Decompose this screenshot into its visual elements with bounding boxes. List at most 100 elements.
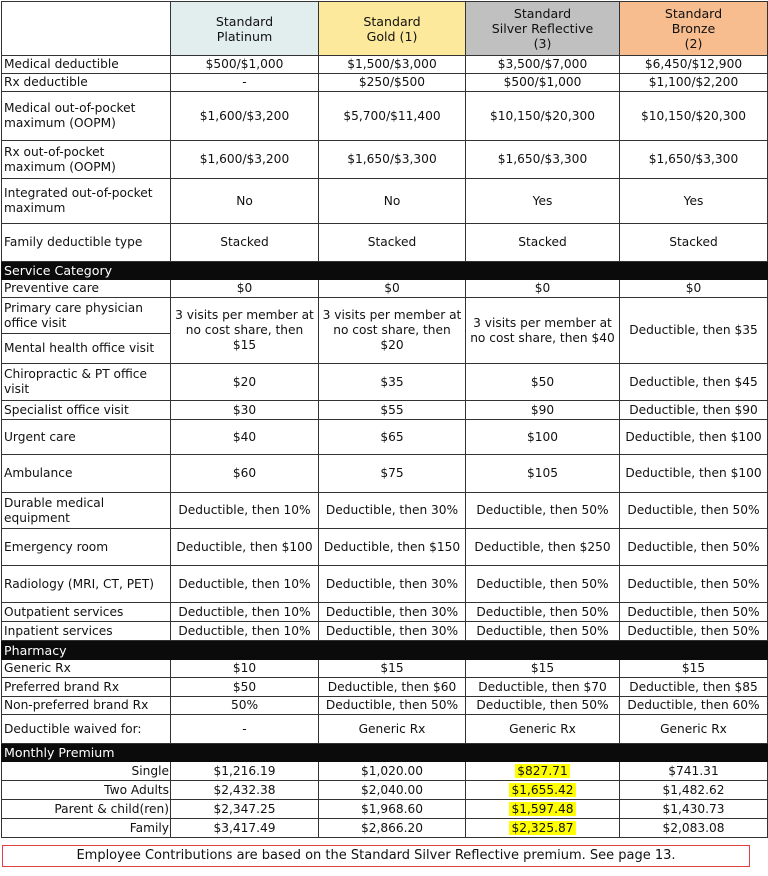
cell-value: $250/$500 [358, 75, 426, 89]
cell-value: Deductible, then $60 [327, 679, 457, 694]
cell-bronze: Deductible, then $100 [619, 419, 768, 455]
cell-platinum: $500/$1,000 [170, 55, 319, 74]
cell-gold: $1,650/$3,300 [318, 140, 466, 179]
cell-value: $5,700/$11,400 [343, 108, 441, 123]
row-label: Two Adults [1, 780, 171, 800]
cell-gold: 3 visits per member at no cost share, th… [318, 297, 466, 364]
cell-gold: $5,700/$11,400 [318, 91, 466, 141]
cell-bronze: $15 [619, 659, 768, 678]
cell-silver: Deductible, then 50% [465, 696, 620, 715]
table-row: Medical out-of-pocket maximum (OOPM)$1,6… [1, 91, 768, 141]
row-label: Durable medical equipment [1, 492, 171, 529]
cell-value: Deductible, then 50% [476, 604, 609, 619]
cell-gold: No [318, 178, 466, 224]
cell-platinum: $10 [170, 659, 319, 678]
section-heading: Monthly Premium [1, 743, 768, 762]
cell-platinum: $2,347.25 [170, 799, 319, 819]
cell-platinum: $1,600/$3,200 [170, 140, 319, 179]
cell-silver: $100 [465, 419, 620, 455]
cell-platinum: Deductible, then 10% [170, 492, 319, 529]
cell-silver: $1,650/$3,300 [465, 140, 620, 179]
section-monthly-premium: Monthly Premium [1, 743, 768, 762]
plan-header-gold: Standard Gold (1) [318, 1, 466, 56]
row-label: Specialist office visit [1, 400, 171, 420]
cell-value: $500/$1,000 [205, 57, 284, 71]
cell-value: $1,650/$3,300 [497, 152, 588, 166]
cell-value: Deductible, then 50% [627, 503, 760, 517]
cell-value: Deductible, then $35 [629, 323, 758, 337]
cell-bronze: Generic Rx [619, 714, 768, 744]
cell-platinum: $2,432.38 [170, 780, 319, 800]
cell-value: Deductible, then $250 [474, 539, 611, 554]
cell-value: $10,150/$20,300 [490, 108, 595, 123]
cell-gold: Deductible, then 30% [318, 492, 466, 529]
cell-silver: $50 [465, 363, 620, 401]
cell-silver: $3,500/$7,000 [465, 55, 620, 74]
cell-gold: Deductible, then $60 [318, 677, 466, 697]
cell-gold: $35 [318, 363, 466, 401]
cell-bronze: $1,100/$2,200 [619, 73, 768, 92]
cell-value: $3,417.49 [213, 820, 276, 835]
row-label: Inpatient services [1, 621, 171, 641]
cell-value: $1,650/$3,300 [347, 152, 437, 166]
row-label: Primary care physician office visit [1, 297, 171, 334]
cell-value: $2,347.25 [213, 801, 276, 816]
table-row: Preventive care$0$0$0$0 [1, 279, 768, 298]
cell-platinum: $40 [170, 419, 319, 455]
cell-bronze: Deductible, then 50% [619, 565, 768, 603]
cell-platinum: Deductible, then 10% [170, 602, 319, 622]
row-label: Rx deductible [1, 73, 171, 92]
plan-header-platinum: Standard Platinum [170, 1, 319, 56]
cell-value: $1,968.60 [360, 801, 424, 816]
section-heading: Service Category [1, 261, 768, 280]
cell-bronze: Deductible, then 50% [619, 602, 768, 622]
table-row: Rx deductible-$250/$500$500/$1,000$1,100… [1, 73, 768, 92]
cell-value: Generic Rx [509, 721, 576, 736]
cell-value: $100 [526, 429, 559, 444]
row-label: Ambulance [1, 454, 171, 493]
cell-value: Deductible, then 50% [627, 623, 760, 638]
cell-gold: $75 [318, 454, 466, 493]
row-label: Family deductible type [1, 223, 171, 262]
row-label: Preferred brand Rx [1, 677, 171, 697]
cell-gold: Deductible, then 30% [318, 565, 466, 603]
cell-value: $0 [534, 281, 551, 295]
row-label: Preventive care [1, 279, 171, 298]
plan-comparison-table: Standard Platinum Standard Gold (1) Stan… [1, 1, 768, 838]
cell-platinum: 50% [170, 696, 319, 715]
cell-silver: $827.71 [465, 761, 620, 781]
cell-gold: $2,040.00 [318, 780, 466, 800]
cell-value: Yes [683, 193, 704, 208]
cell-silver: Deductible, then 50% [465, 621, 620, 641]
cell-value: $15 [530, 661, 555, 675]
cell-value: Stacked [518, 235, 567, 249]
cell-value: Deductible, then $100 [625, 466, 762, 480]
row-label: Family [1, 818, 171, 838]
table-row: Mental health office visit [1, 333, 768, 364]
cell-value: $105 [526, 466, 559, 480]
cell-platinum: $0 [170, 279, 319, 298]
row-label: Medical out-of-pocket maximum (OOPM) [1, 91, 171, 141]
cell-gold: $55 [318, 400, 466, 420]
cell-value: $10,150/$20,300 [641, 108, 746, 123]
plan-header-bronze: Standard Bronze (2) [619, 1, 768, 56]
cell-gold: Deductible, then 50% [318, 696, 466, 715]
cell-value: Deductible, then $150 [323, 539, 461, 554]
cell-gold: Deductible, then $150 [318, 528, 466, 566]
row-label: Emergency room [1, 528, 171, 566]
cell-silver: Stacked [465, 223, 620, 262]
cell-value: Yes [532, 193, 553, 208]
cell-value: - [242, 75, 247, 89]
table-row: Single$1,216.19$1,020.00$827.71$741.31 [1, 761, 768, 781]
cell-value: $1,600/$3,200 [199, 152, 290, 166]
cell-value: 3 visits per member at no cost share, th… [322, 308, 462, 352]
cell-value: Deductible, then 30% [325, 576, 459, 591]
cell-value: $75 [380, 466, 404, 480]
table-row: Generic Rx$10$15$15$15 [1, 659, 768, 678]
cell-silver: $10,150/$20,300 [465, 91, 620, 141]
